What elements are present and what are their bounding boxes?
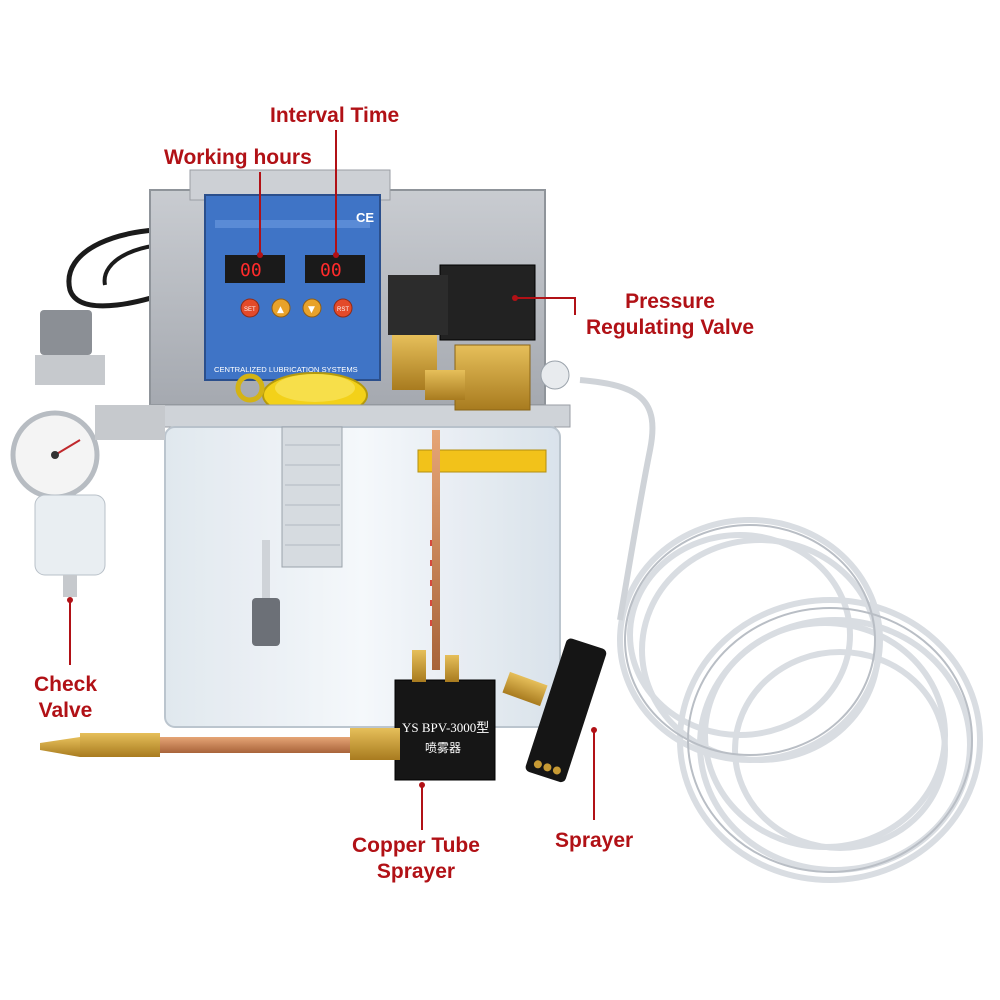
button-rst[interactable]: RST bbox=[337, 307, 349, 313]
interval-time-text: Interval Time bbox=[270, 104, 400, 127]
working-hours-label: Working hours bbox=[164, 145, 312, 171]
warning-label bbox=[417, 449, 547, 473]
pressure-valve-label: Pressure Regulating Valve bbox=[586, 289, 754, 341]
pressure-valve-line2: Regulating Valve bbox=[586, 316, 755, 339]
inner-copper-tube bbox=[432, 430, 440, 670]
sprayer-nozzle bbox=[525, 638, 607, 783]
callout-leaders bbox=[69, 130, 595, 830]
check-valve-label: Check Valve bbox=[34, 672, 97, 724]
system-name: CENTRALIZED LUBRICATION SYSTEMS bbox=[214, 365, 358, 374]
sprayer-label: Sprayer bbox=[555, 828, 633, 854]
button-set[interactable]: SET bbox=[244, 307, 256, 313]
hose-coils bbox=[617, 517, 983, 883]
oil-tank bbox=[164, 426, 561, 728]
display-right-value: 00 bbox=[320, 260, 342, 281]
copper-tube-line2: Sprayer bbox=[376, 860, 456, 883]
display-left-value: 00 bbox=[240, 260, 262, 281]
copper-tube-sprayer bbox=[155, 737, 360, 753]
sprayer-model-sub: 喷雾器 bbox=[425, 741, 461, 755]
filter-bowl bbox=[34, 494, 106, 576]
regulator-knob bbox=[40, 310, 92, 355]
pressure-valve-line1: Pressure bbox=[625, 290, 715, 313]
level-float bbox=[252, 598, 280, 646]
hose-line bbox=[579, 377, 656, 621]
copper-tube-label: Copper Tube Sprayer bbox=[352, 833, 480, 885]
power-cable bbox=[66, 226, 191, 309]
working-hours-text: Working hours bbox=[164, 146, 312, 169]
brass-valve-body bbox=[454, 344, 531, 411]
oil-filter bbox=[281, 426, 343, 568]
button-up[interactable]: ▲ bbox=[277, 305, 284, 315]
solenoid-valve bbox=[439, 264, 536, 341]
sprayer-block bbox=[394, 679, 496, 781]
working-hours-display bbox=[225, 255, 285, 283]
copper-tube-line1: Copper Tube bbox=[352, 834, 480, 857]
ce-mark: CE bbox=[356, 210, 374, 225]
check-valve-line1: Check bbox=[34, 673, 98, 696]
button-down[interactable]: ▼ bbox=[308, 305, 315, 315]
sprayer-text: Sprayer bbox=[555, 829, 634, 852]
check-valve-line2: Valve bbox=[38, 699, 93, 722]
sprayer-model: YS BPV-3000型 bbox=[402, 720, 489, 735]
interval-time-label: Interval Time bbox=[270, 103, 399, 129]
interval-time-display bbox=[305, 255, 365, 283]
